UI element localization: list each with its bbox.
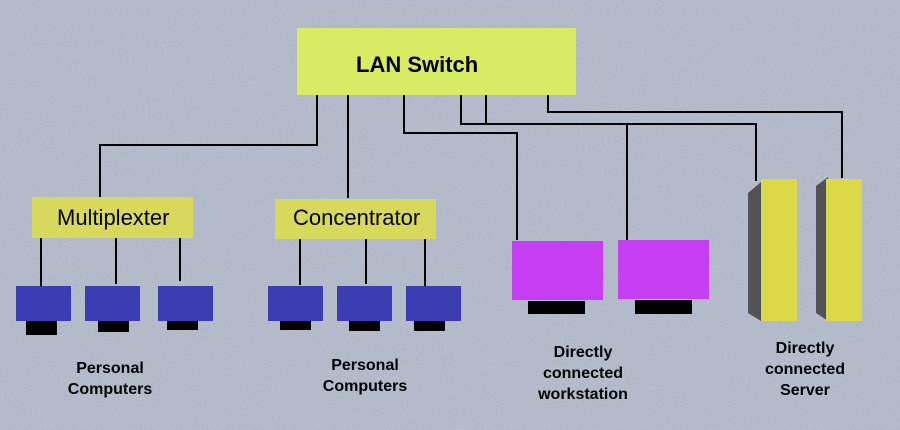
link-switch-server-2 bbox=[547, 95, 843, 178]
personal-computer-icon bbox=[406, 286, 461, 331]
concentrator-label: Concentrator bbox=[293, 205, 421, 230]
personal-computer-icon bbox=[268, 286, 323, 330]
server-group bbox=[748, 177, 862, 321]
concentrator-box bbox=[275, 199, 436, 239]
multiplexer-box bbox=[32, 197, 193, 238]
server-label: Directly connected Server bbox=[764, 340, 845, 399]
personal-computer-icon bbox=[158, 286, 213, 330]
pc-group-2-label: Personal Computers bbox=[322, 357, 408, 395]
server-icon bbox=[816, 177, 862, 321]
personal-computer-icon bbox=[337, 286, 392, 331]
pc-group-2 bbox=[268, 286, 461, 331]
workstation-icon bbox=[618, 240, 709, 314]
connection-lines bbox=[40, 95, 843, 286]
pc-group-1 bbox=[16, 286, 213, 335]
workstation-group bbox=[512, 240, 709, 314]
pc-group-1-label: Personal Computers bbox=[67, 360, 153, 398]
link-switch-server-1 bbox=[485, 95, 757, 181]
personal-computer-icon bbox=[16, 286, 71, 335]
link-switch-workstation-1 bbox=[403, 95, 518, 240]
server-icon bbox=[748, 179, 797, 321]
personal-computer-icon bbox=[85, 286, 140, 332]
workstation-icon bbox=[512, 241, 603, 314]
workstation-label: Directly connected workstation bbox=[538, 344, 628, 403]
link-switch-multiplexer bbox=[99, 95, 318, 197]
lan-switch-label: LAN Switch bbox=[356, 52, 479, 77]
lan-switch-box bbox=[297, 28, 576, 95]
multiplexer-label: Multiplexter bbox=[57, 205, 170, 230]
